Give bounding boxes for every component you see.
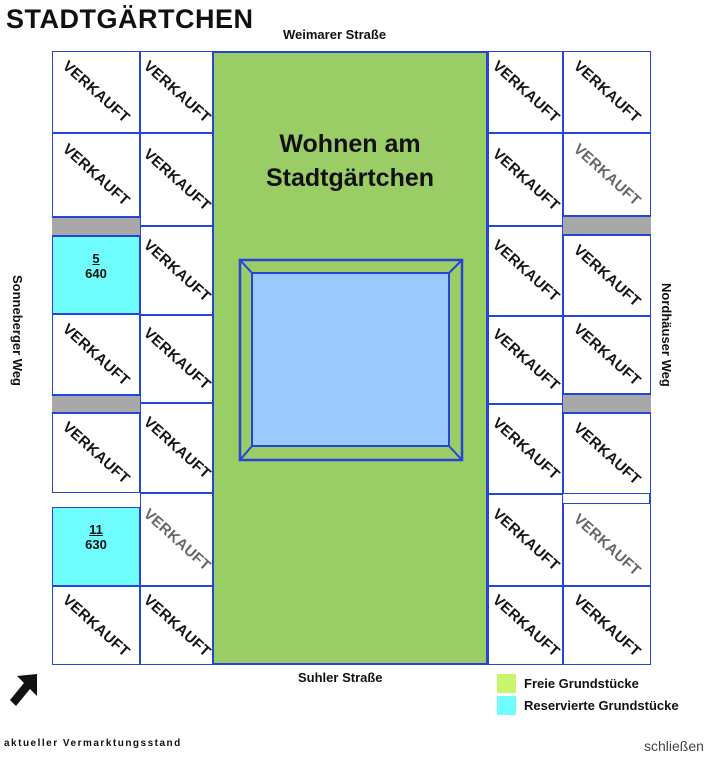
sold-label: VERKAUFT	[488, 325, 563, 395]
green-title: Wohnen am Stadtgärtchen	[212, 127, 488, 195]
sold-label: VERKAUFT	[59, 320, 133, 389]
legend-swatch-reserved	[497, 696, 516, 715]
plot-sold[interactable]: VERKAUFT	[52, 586, 140, 665]
sold-label: VERKAUFT	[140, 505, 214, 574]
street-label-bottom: Suhler Straße	[298, 670, 383, 685]
plot-sold[interactable]: VERKAUFT	[52, 413, 140, 493]
plot-sold[interactable]: VERKAUFT	[488, 51, 563, 133]
sold-label: VERKAUFT	[140, 236, 214, 305]
plot-sold[interactable]: VERKAUFT	[488, 494, 563, 586]
footpath	[52, 217, 140, 236]
sold-label: VERKAUFT	[570, 57, 644, 127]
street-label-top: Weimarer Straße	[283, 27, 387, 42]
sold-label: VERKAUFT	[140, 591, 214, 660]
sold-label: VERKAUFT	[59, 140, 133, 210]
plot-sold[interactable]: VERKAUFT	[140, 403, 214, 493]
street-label-right: Nordhäuser Weg	[659, 283, 674, 387]
legend-swatch-free	[497, 674, 516, 693]
legend-free: Freie Grundstücke	[497, 674, 639, 693]
plot-sold[interactable]: VERKAUFT	[52, 133, 140, 217]
plot-sold[interactable]: VERKAUFT	[563, 51, 651, 133]
plot-sold[interactable]: VERKAUFT	[563, 586, 651, 665]
sold-label: VERKAUFT	[570, 320, 644, 390]
sold-label: VERKAUFT	[140, 413, 214, 483]
lot-size: 640	[85, 266, 107, 281]
plot-sold[interactable]: VERKAUFT	[488, 316, 563, 404]
plot-sold[interactable]: VERKAUFT	[488, 133, 563, 226]
sold-label: VERKAUFT	[488, 236, 563, 306]
sold-label: VERKAUFT	[488, 505, 563, 575]
sold-label: VERKAUFT	[59, 591, 133, 660]
lot-number: 11	[89, 522, 103, 537]
close-link[interactable]: schließen	[644, 738, 704, 754]
sold-label: VERKAUFT	[570, 510, 644, 579]
sold-label: VERKAUFT	[140, 57, 214, 127]
plot-sold[interactable]: VERKAUFT	[140, 586, 214, 665]
footpath	[563, 216, 651, 235]
street-label-left: Sonneberger Weg	[10, 275, 25, 387]
plot-sold[interactable]: VERKAUFT	[52, 314, 140, 395]
legend-label-free: Freie Grundstücke	[524, 676, 639, 691]
plot-reserved[interactable]: 5 640	[52, 236, 140, 314]
plot-sold[interactable]: VERKAUFT	[52, 51, 140, 133]
plot-sold[interactable]: VERKAUFT	[563, 235, 651, 316]
plot-sold[interactable]: VERKAUFT	[488, 226, 563, 316]
sold-label: VERKAUFT	[488, 145, 563, 214]
pond	[238, 258, 464, 462]
sold-label: VERKAUFT	[570, 419, 644, 488]
page-title: STADTGÄRTCHEN	[6, 4, 254, 34]
plot-sold[interactable]: VERKAUFT	[140, 51, 214, 133]
plot-sold[interactable]: VERKAUFT	[563, 316, 651, 394]
sold-label: VERKAUFT	[488, 591, 563, 660]
lot-number: 5	[92, 251, 100, 266]
sold-label: VERKAUFT	[488, 57, 563, 127]
plot-sold[interactable]: VERKAUFT	[488, 586, 563, 665]
plot-sold[interactable]: VERKAUFT	[140, 315, 214, 403]
legend-reserved: Reservierte Grundstücke	[497, 696, 679, 715]
footpath	[563, 394, 651, 413]
north-arrow-icon	[10, 674, 37, 706]
plot-sold[interactable]: VERKAUFT	[140, 493, 214, 586]
plot-sold[interactable]: VERKAUFT	[563, 413, 651, 494]
sold-label: VERKAUFT	[488, 414, 563, 484]
status-text: aktueller Vermarktungsstand	[4, 738, 182, 749]
plot-sold[interactable]: VERKAUFT	[140, 133, 214, 226]
green-title-line1: Wohnen am	[279, 130, 421, 158]
footpath	[52, 395, 140, 413]
sold-label: VERKAUFT	[59, 57, 133, 127]
plot-sold[interactable]: VERKAUFT	[563, 133, 651, 216]
legend-label-reserved: Reservierte Grundstücke	[524, 698, 679, 713]
lot-size: 630	[85, 537, 107, 552]
plot-reserved[interactable]: 11 630	[52, 507, 140, 586]
gap	[52, 493, 140, 507]
plot-sold[interactable]: VERKAUFT	[563, 503, 651, 586]
sold-label: VERKAUFT	[570, 241, 644, 310]
sold-label: VERKAUFT	[140, 324, 214, 394]
plot-sold[interactable]: VERKAUFT	[140, 226, 214, 315]
plot-sold[interactable]: VERKAUFT	[488, 404, 563, 494]
sold-label: VERKAUFT	[140, 145, 214, 214]
sold-label: VERKAUFT	[570, 140, 644, 209]
green-title-line2: Stadtgärtchen	[265, 164, 435, 192]
sold-label: VERKAUFT	[570, 591, 644, 660]
sold-label: VERKAUFT	[59, 418, 133, 488]
